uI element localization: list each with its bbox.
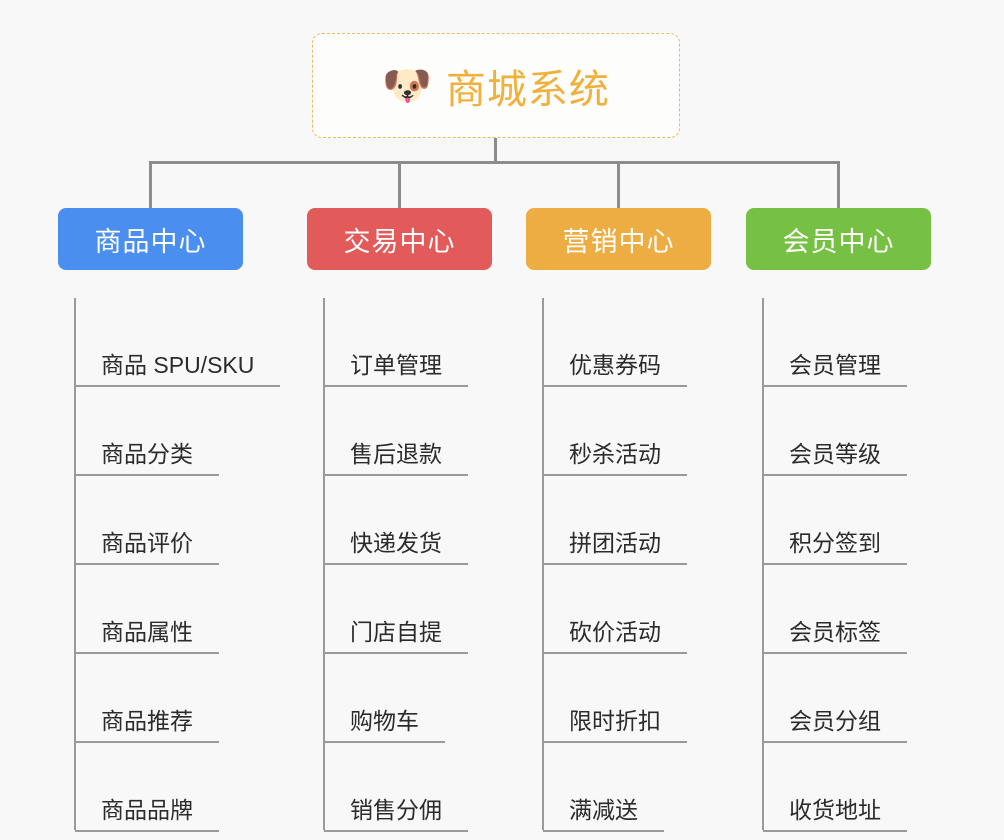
branch-header-label: 交易中心 (343, 226, 456, 257)
leaf-item[interactable]: 秒杀活动 (543, 387, 756, 476)
leaf-spine (323, 298, 325, 830)
leaf-item-label: 砍价活动 (543, 619, 687, 654)
connector-drop-2 (617, 161, 620, 208)
leaf-item[interactable]: 门店自提 (324, 565, 537, 654)
leaf-item[interactable]: 商品属性 (75, 565, 288, 654)
branch-column-product: 商品中心 商品 SPU/SKU 商品分类 商品评价 商品属性 商品推荐 商品品牌 (58, 208, 288, 832)
leaf-item[interactable]: 商品品牌 (75, 743, 288, 832)
leaf-list-trade: 订单管理 售后退款 快递发货 门店自提 购物车 销售分佣 (307, 298, 537, 832)
leaf-item[interactable]: 销售分佣 (324, 743, 537, 832)
leaf-item[interactable]: 商品 SPU/SKU (75, 298, 288, 387)
leaf-list-product: 商品 SPU/SKU 商品分类 商品评价 商品属性 商品推荐 商品品牌 (58, 298, 288, 832)
leaf-item[interactable]: 售后退款 (324, 387, 537, 476)
leaf-item-label: 会员标签 (763, 619, 907, 654)
leaf-item[interactable]: 限时折扣 (543, 654, 756, 743)
leaf-item[interactable]: 购物车 (324, 654, 537, 743)
leaf-list-member: 会员管理 会员等级 积分签到 会员标签 会员分组 收货地址 (746, 298, 976, 832)
leaf-item[interactable]: 会员管理 (763, 298, 976, 387)
leaf-item[interactable]: 快递发货 (324, 476, 537, 565)
leaf-item-label: 购物车 (324, 708, 445, 743)
root-node[interactable]: 🐶 商城系统 (312, 33, 680, 138)
leaf-item[interactable]: 会员等级 (763, 387, 976, 476)
leaf-item[interactable]: 收货地址 (763, 743, 976, 832)
leaf-item-label: 商品品牌 (75, 797, 219, 832)
leaf-item-label: 门店自提 (324, 619, 468, 654)
leaf-item[interactable]: 积分签到 (763, 476, 976, 565)
leaf-item[interactable]: 优惠券码 (543, 298, 756, 387)
leaf-item-label: 会员等级 (763, 441, 907, 476)
branch-header-trade[interactable]: 交易中心 (307, 208, 492, 270)
leaf-item-label: 售后退款 (324, 441, 468, 476)
leaf-item[interactable]: 商品评价 (75, 476, 288, 565)
connector-drop-1 (398, 161, 401, 208)
leaf-item-label: 商品推荐 (75, 708, 219, 743)
branch-header-label: 营销中心 (562, 226, 675, 257)
leaf-item-label: 秒杀活动 (543, 441, 687, 476)
leaf-spine (74, 298, 76, 830)
leaf-spine (762, 298, 764, 830)
leaf-item-label: 会员管理 (763, 352, 907, 387)
branch-header-member[interactable]: 会员中心 (746, 208, 931, 270)
root-title: 商城系统 (445, 67, 610, 112)
leaf-item-label: 收货地址 (763, 797, 907, 832)
branch-header-marketing[interactable]: 营销中心 (526, 208, 711, 270)
branch-column-member: 会员中心 会员管理 会员等级 积分签到 会员标签 会员分组 收货地址 (746, 208, 976, 832)
leaf-item[interactable]: 砍价活动 (543, 565, 756, 654)
shiba-dog-icon: 🐶 (382, 63, 432, 108)
leaf-item[interactable]: 会员标签 (763, 565, 976, 654)
leaf-item-label: 满减送 (543, 797, 664, 832)
branch-header-product[interactable]: 商品中心 (58, 208, 243, 270)
leaf-item-label: 销售分佣 (324, 797, 468, 832)
leaf-item-label: 商品 SPU/SKU (75, 352, 281, 387)
leaf-item[interactable]: 会员分组 (763, 654, 976, 743)
leaf-item-label: 快递发货 (324, 530, 468, 565)
connector-horizontal-bus (149, 161, 839, 164)
branch-header-label: 商品中心 (94, 226, 207, 257)
leaf-item[interactable]: 满减送 (543, 743, 756, 832)
leaf-item-label: 限时折扣 (543, 708, 687, 743)
leaf-item-label: 会员分组 (763, 708, 907, 743)
leaf-item-label: 商品属性 (75, 619, 219, 654)
connector-drop-0 (149, 161, 152, 208)
branch-header-label: 会员中心 (782, 226, 895, 257)
branch-column-marketing: 营销中心 优惠券码 秒杀活动 拼团活动 砍价活动 限时折扣 满减送 (526, 208, 756, 832)
connector-root-stem (494, 138, 497, 164)
leaf-item[interactable]: 商品推荐 (75, 654, 288, 743)
leaf-list-marketing: 优惠券码 秒杀活动 拼团活动 砍价活动 限时折扣 满减送 (526, 298, 756, 832)
leaf-item-label: 拼团活动 (543, 530, 687, 565)
leaf-item-label: 积分签到 (763, 530, 907, 565)
leaf-item-label: 商品分类 (75, 441, 219, 476)
leaf-item-label: 订单管理 (324, 352, 468, 387)
leaf-item[interactable]: 商品分类 (75, 387, 288, 476)
leaf-item[interactable]: 订单管理 (324, 298, 537, 387)
leaf-spine (542, 298, 544, 830)
leaf-item[interactable]: 拼团活动 (543, 476, 756, 565)
leaf-item-label: 优惠券码 (543, 352, 687, 387)
leaf-item-label: 商品评价 (75, 530, 219, 565)
branch-column-trade: 交易中心 订单管理 售后退款 快递发货 门店自提 购物车 销售分佣 (307, 208, 537, 832)
connector-drop-3 (837, 161, 840, 208)
